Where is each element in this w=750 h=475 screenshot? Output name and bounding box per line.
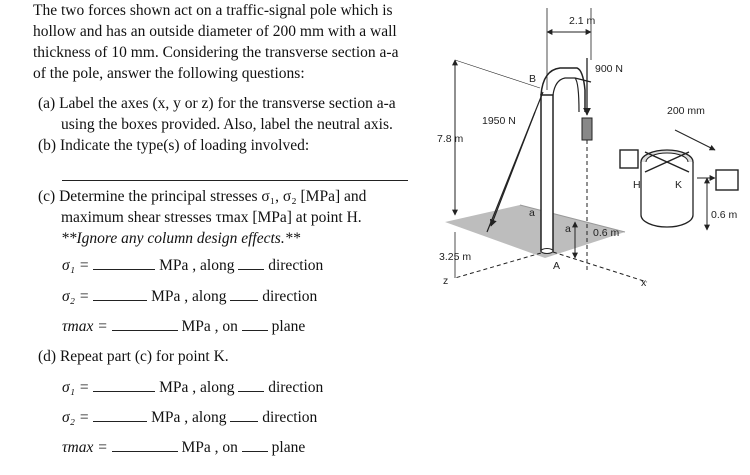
label-point-a: A <box>553 260 560 272</box>
tau-unit: MPa , on <box>181 439 238 456</box>
k-sigma1-direction-blank[interactable] <box>238 377 265 392</box>
label-section-a-2: a <box>565 223 571 235</box>
part-a-line-1: (a) Label the axes (x, y or z) for the t… <box>38 95 396 112</box>
axis-z-dashed <box>454 252 542 279</box>
label-force-1950: 1950 N <box>482 115 516 127</box>
signal-box <box>581 117 593 141</box>
pole <box>540 94 554 252</box>
part-c-line-1: (c) Determine the principal stresses σ₁,… <box>38 188 367 205</box>
k-sigma1-row: σ₁ = MPa , along direction <box>62 377 323 398</box>
intro-line-2: hollow and has an outside diameter of 20… <box>33 23 397 40</box>
intro-line-4: of the pole, answer the following questi… <box>33 65 305 82</box>
tau-tail: plane <box>271 318 306 335</box>
label-dim-06-left: 0.6 m <box>593 227 620 239</box>
k-sigma2-row: σ₂ = MPa , along direction <box>62 407 317 428</box>
k-sigma2-direction-blank[interactable] <box>230 407 259 422</box>
k-sigma2-value-blank[interactable] <box>93 407 148 422</box>
dim-78-ext <box>454 59 541 89</box>
sigma1-unit: MPa , along <box>159 257 235 274</box>
h-sigma2-value-blank[interactable] <box>93 286 148 301</box>
dim-200mm-line <box>674 129 716 151</box>
label-point-b: B <box>529 73 536 85</box>
sigma2-unit: MPa , along <box>151 288 227 305</box>
part-c-line-2: maximum shear stresses τmax [MPa] at poi… <box>61 209 362 226</box>
h-tau-value-blank[interactable] <box>111 316 178 331</box>
traffic-pole-figure: 2.1 m 900 N B 1950 N 7.8 m a a A 3.25 m … <box>437 8 739 289</box>
label-dim-200mm: 200 mm <box>667 105 705 117</box>
label-axis-z: z <box>443 275 448 287</box>
part-d: (d) Repeat part (c) for point K. <box>38 348 229 365</box>
label-dim-06-right: 0.6 m <box>711 209 738 221</box>
h-sigma2-direction-blank[interactable] <box>230 286 259 301</box>
axis-label-box-right[interactable] <box>715 169 739 191</box>
h-sigma1-row: σ₁ = MPa , along direction <box>62 255 323 276</box>
label-dim-78: 7.8 m <box>437 133 464 145</box>
arm-tip <box>574 77 592 83</box>
h-sigma1-value-blank[interactable] <box>93 255 156 270</box>
sigma1-tail: direction <box>268 257 324 274</box>
h-tau-plane-blank[interactable] <box>241 316 268 331</box>
intro-line-1: The two forces shown act on a traffic-si… <box>33 2 393 19</box>
pole-arm <box>540 67 586 112</box>
sigma2-symbol: σ₂ = <box>62 409 90 426</box>
label-point-k: K <box>675 179 682 191</box>
ground-edge <box>519 204 626 233</box>
k-sigma1-value-blank[interactable] <box>93 377 156 392</box>
sigma1-tail: direction <box>268 379 324 396</box>
tau-symbol: τmax = <box>62 318 108 335</box>
sigma2-tail: direction <box>262 288 318 305</box>
h-sigma2-row: σ₂ = MPa , along direction <box>62 286 317 307</box>
label-section-a-1: a <box>529 207 535 219</box>
label-force-900: 900 N <box>595 63 623 75</box>
sigma2-unit: MPa , along <box>151 409 227 426</box>
sigma2-symbol: σ₂ = <box>62 288 90 305</box>
force-1950-arrow <box>489 111 536 227</box>
pole-base <box>540 248 554 254</box>
section-diag-2 <box>644 151 690 173</box>
axis-x-dashed <box>552 251 648 283</box>
label-point-h: H <box>633 179 641 191</box>
h-sigma1-direction-blank[interactable] <box>238 255 265 270</box>
part-b-answer-line[interactable] <box>62 180 408 181</box>
axis-label-box-left[interactable] <box>619 149 639 169</box>
tau-tail: plane <box>271 439 306 456</box>
label-axis-x: x <box>641 277 647 289</box>
k-tau-row: τmax = MPa , on plane <box>62 437 305 458</box>
part-a-line-2: using the boxes provided. Also, label th… <box>61 116 393 133</box>
k-tau-plane-blank[interactable] <box>241 437 268 452</box>
label-dim-325: 3.25 m <box>439 251 471 263</box>
h-tau-row: τmax = MPa , on plane <box>62 316 305 337</box>
pole-arm-inner <box>552 77 580 113</box>
section-body <box>640 162 694 228</box>
sigma1-symbol: σ₁ = <box>62 379 90 396</box>
label-dim-21: 2.1 m <box>569 15 596 27</box>
k-tau-value-blank[interactable] <box>111 437 178 452</box>
sigma2-tail: direction <box>262 409 318 426</box>
sigma1-unit: MPa , along <box>159 379 235 396</box>
tau-symbol: τmax = <box>62 439 108 456</box>
intro-line-3: thickness of 10 mm. Considering the tran… <box>33 44 399 61</box>
part-b: (b) Indicate the type(s) of loading invo… <box>38 137 310 154</box>
tau-unit: MPa , on <box>181 318 238 335</box>
ground-plane <box>445 205 625 258</box>
part-c-note: **Ignore any column design effects.** <box>61 230 301 247</box>
sigma1-symbol: σ₁ = <box>62 257 90 274</box>
